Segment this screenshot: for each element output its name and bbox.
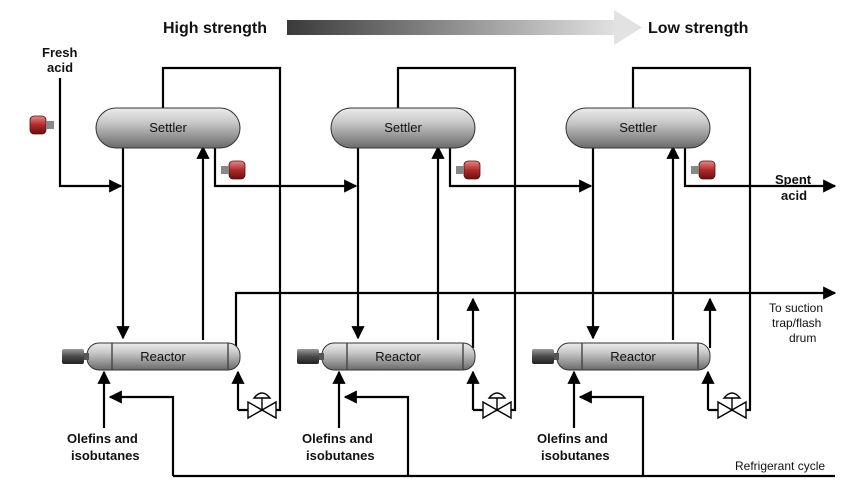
mixer-motor-2-icon [297,349,324,364]
settler-3: Settler [565,107,711,149]
settler-1-label: Settler [149,120,187,135]
acid-pump-2-icon [456,160,481,180]
mixer-motor-1-icon [62,349,89,364]
mixer-motor-3-icon [532,349,559,364]
spent-acid-label-line2: acid [781,188,807,203]
reactor-1: Reactor [86,342,241,371]
suction-label-line1: To suction [769,301,823,315]
fresh-acid-label-line2: acid [47,60,73,75]
settler-2: Settler [330,107,476,149]
control-valve-1-icon [247,392,277,420]
feed-2-label-line2: isobutanes [306,448,375,463]
reactor-1-label: Reactor [140,349,186,364]
acid-pump-1-icon [221,160,246,180]
feed-1-label-line1: Olefins and [67,431,138,446]
suction-label-line3: drum [789,331,816,345]
control-valve-2-icon [482,392,512,420]
reactor-3-label: Reactor [610,349,656,364]
piping [58,66,837,478]
settler-2-label: Settler [384,120,422,135]
control-valve-3-icon [717,392,747,420]
suction-label-line2: trap/flash [772,316,821,330]
reactor-3: Reactor [556,342,711,371]
reactor-2: Reactor [321,342,476,371]
settler-1: Settler [95,107,241,149]
fresh-acid-label-line1: Fresh [42,45,77,60]
settler-3-label: Settler [619,120,657,135]
reactor-2-label: Reactor [375,349,421,364]
spent-acid-label-line1: Spent [775,172,812,187]
high-strength-label: High strength [163,20,267,37]
acid-pump-0-icon [29,115,54,135]
strength-gradient-arrow [287,10,642,45]
low-strength-label: Low strength [648,20,748,37]
feed-1-label-line2: isobutanes [71,448,140,463]
feed-3-label-line2: isobutanes [541,448,610,463]
refrigerant-cycle-label: Refrigerant cycle [735,459,825,473]
feed-2-label-line1: Olefins and [302,431,373,446]
acid-pump-3-icon [691,160,716,180]
feed-3-label-line1: Olefins and [537,431,608,446]
